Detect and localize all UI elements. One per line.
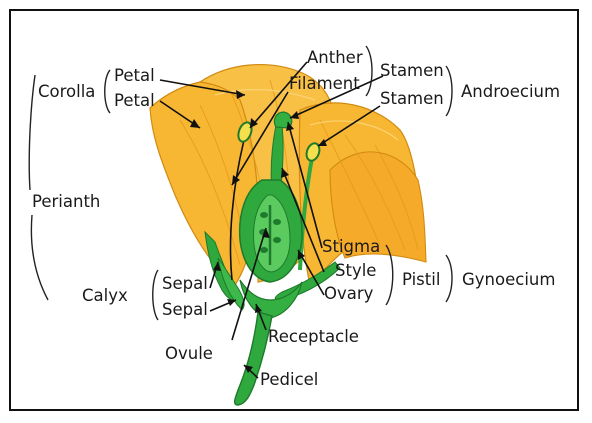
label-anther: Anther bbox=[307, 48, 363, 67]
label-pedicel: Pedicel bbox=[260, 370, 318, 389]
pedicel-shape bbox=[235, 312, 272, 405]
label-style: Style bbox=[335, 261, 376, 280]
label-petal-1: Petal bbox=[114, 66, 155, 85]
label-pistil: Pistil bbox=[402, 270, 440, 289]
label-ovule: Ovule bbox=[165, 344, 213, 363]
label-sepal-1: Sepal bbox=[162, 274, 208, 293]
label-sepal-2: Sepal bbox=[162, 300, 208, 319]
label-gynoecium: Gynoecium bbox=[462, 270, 555, 289]
label-ovary: Ovary bbox=[324, 284, 374, 303]
label-stamen-2: Stamen bbox=[380, 89, 444, 108]
label-perianth: Perianth bbox=[32, 192, 100, 211]
label-stigma: Stigma bbox=[322, 237, 380, 256]
label-petal-2: Petal bbox=[114, 91, 155, 110]
label-stamen-1: Stamen bbox=[380, 61, 444, 80]
label-corolla: Corolla bbox=[38, 82, 95, 101]
label-receptacle: Receptacle bbox=[268, 327, 359, 346]
label-calyx: Calyx bbox=[82, 286, 128, 305]
label-filament: Filament bbox=[289, 74, 360, 93]
label-androecium: Androecium bbox=[461, 82, 560, 101]
